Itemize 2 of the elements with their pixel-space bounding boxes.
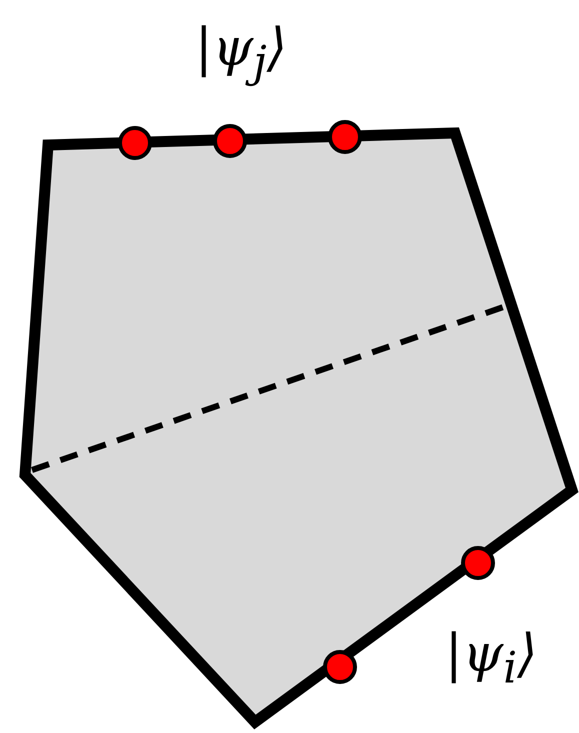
math-label: |ψ$_{j}$⟩ [195, 22, 288, 85]
math-label: |ψ$_{i}$⟩ [445, 628, 538, 691]
